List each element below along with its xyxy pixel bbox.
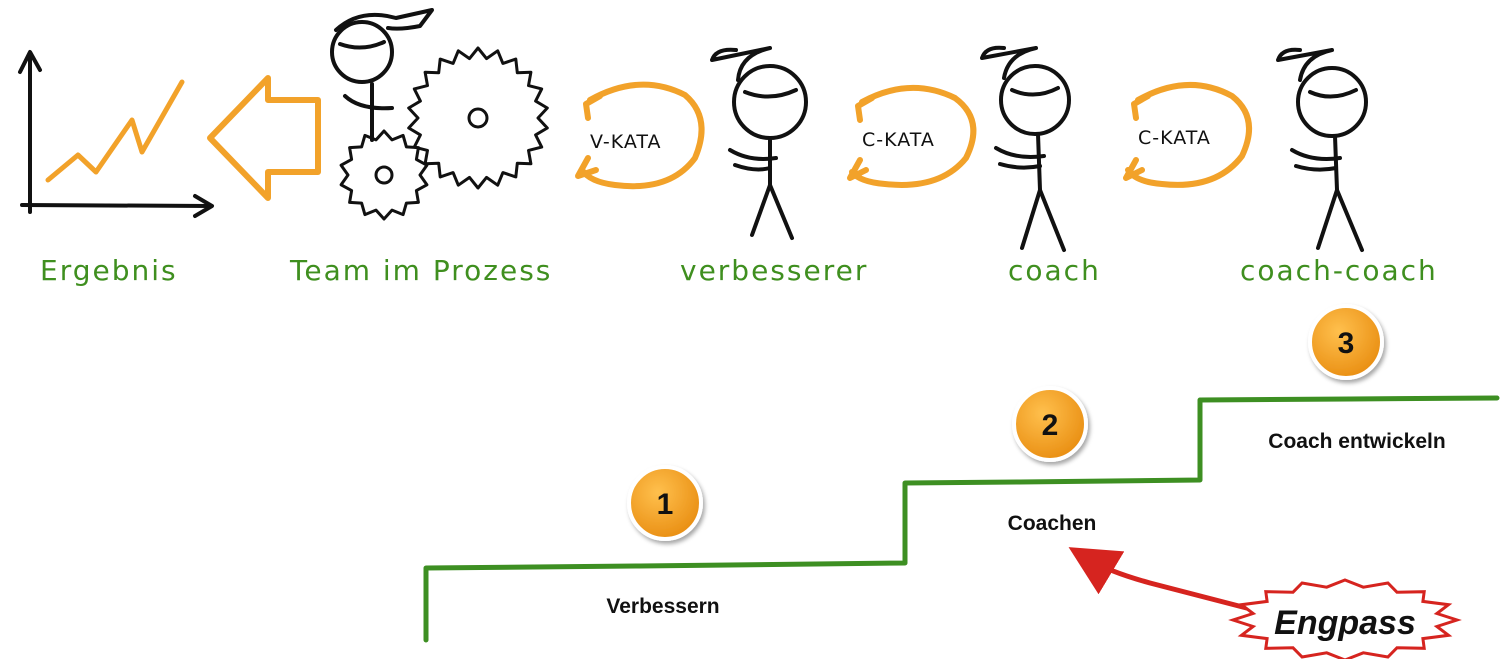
- coach-coach-figure-icon: [1276, 47, 1368, 252]
- left-arrow-icon: [207, 75, 321, 201]
- v-kata-label: V-KATA: [590, 131, 662, 153]
- small-gear-icon: [339, 129, 429, 221]
- improver-figure-icon: [710, 46, 808, 240]
- label-coach: coach: [1008, 254, 1101, 287]
- bottleneck-label: Engpass: [1274, 604, 1416, 642]
- step-label-3: Coach entwickeln: [1268, 430, 1445, 453]
- bottleneck-burst-icon: [1228, 578, 1462, 659]
- step-number-3: 3: [1338, 327, 1355, 360]
- c-kata-label-1: C-KATA: [862, 129, 935, 151]
- step-badge-3: [1308, 304, 1384, 380]
- c-kata-label-2: C-KATA: [1138, 127, 1211, 149]
- step-label-2: Coachen: [1008, 512, 1097, 535]
- label-ergebnis: Ergebnis: [40, 254, 178, 287]
- step-badge-2: [1012, 386, 1088, 462]
- v-kata-loop-icon: [575, 81, 705, 190]
- c-kata-loop-2-icon: [1123, 81, 1252, 188]
- team-figure-icon: [330, 8, 434, 142]
- large-gear-icon: [407, 46, 549, 190]
- result-chart-icon: [18, 50, 214, 218]
- label-verbesserer: verbesserer: [680, 254, 868, 287]
- step-badge-1: [627, 465, 703, 541]
- staircase-line: [423, 395, 1500, 643]
- label-team: Team im Prozess: [289, 254, 552, 287]
- step-number-1: 1: [657, 488, 674, 521]
- coach-figure-icon: [980, 45, 1071, 252]
- label-coach-coach: coach-coach: [1240, 254, 1438, 287]
- c-kata-loop-1-icon: [847, 84, 977, 188]
- step-number-2: 2: [1042, 409, 1059, 442]
- bottleneck-arrow: [1068, 547, 1265, 615]
- step-label-1: Verbessern: [606, 595, 719, 618]
